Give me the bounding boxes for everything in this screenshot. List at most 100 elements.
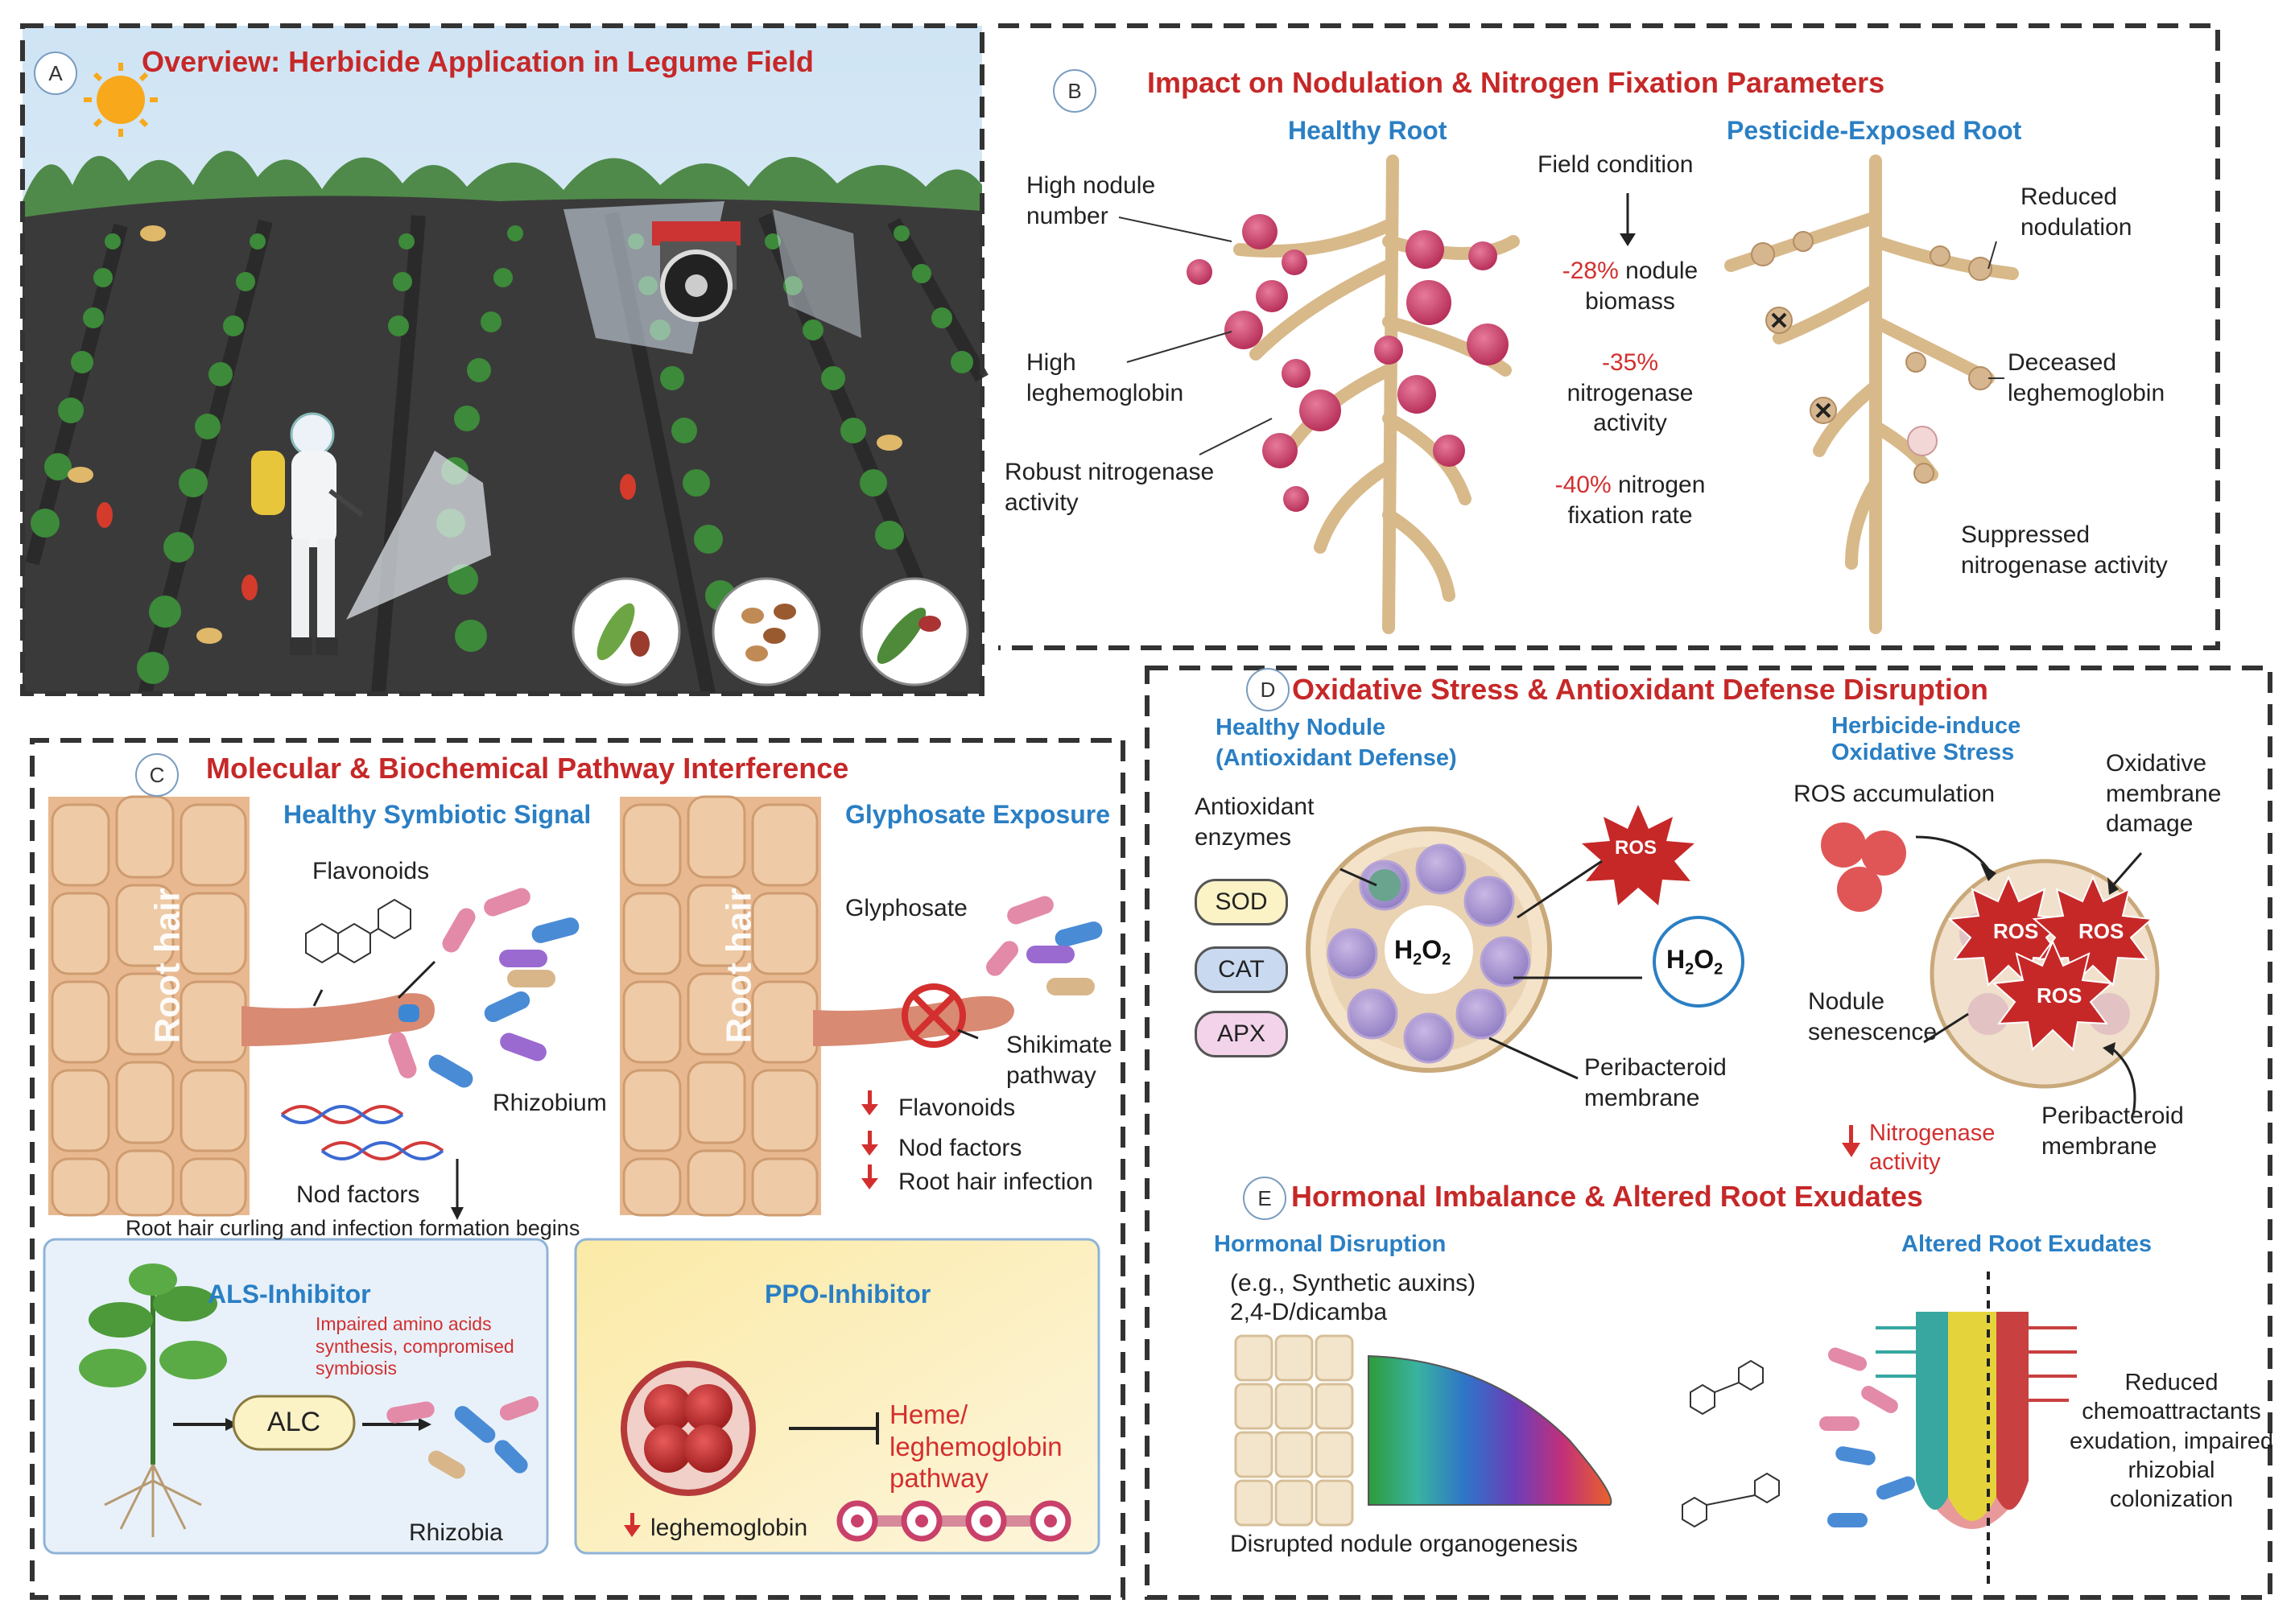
ros-label-3: ROS (2037, 983, 2082, 1008)
als-title: ALS-Inhibitor (208, 1280, 371, 1309)
healthy-nodule-title: Healthy Nodule (Antioxidant Defense) (1216, 715, 1457, 771)
worker-icon (251, 412, 364, 655)
panel-e-title: Hormonal Imbalance & Altered Root Exudat… (1291, 1180, 1923, 1213)
peribacteroid-stress-label: Peribacteroid membrane (2041, 1103, 2184, 1160)
high-nodule-label: High nodule number (1026, 172, 1156, 229)
ros-accumulation-label: ROS accumulation (1793, 781, 1996, 807)
flavonoids-label: Flavonoids (312, 858, 430, 884)
cat-pill: CAT (1195, 946, 1288, 993)
field-condition-label: Field condition (1538, 151, 1694, 178)
nodule-cross-section-icon (621, 1361, 756, 1496)
rhizobia-label: Rhizobia (409, 1519, 503, 1546)
panel-c-letter: C (135, 753, 179, 797)
tractor-icon (652, 221, 741, 322)
plant-icon (79, 1263, 227, 1537)
panel-a-illustration (20, 23, 989, 696)
exposed-root-illustration (1724, 155, 2019, 634)
ros-label: ROS (1615, 837, 1657, 859)
glyphosate-exposure-title: Glyphosate Exposure (845, 800, 1110, 829)
h2o2-free-label: H2O2 (1666, 945, 1723, 979)
cell-grid-icon (1234, 1334, 1354, 1527)
leghemoglobin-chain-icon (836, 1500, 1071, 1542)
herbicides-label: 2,4-D/dicamba (1230, 1299, 1388, 1325)
ros-accumulation-icons (1821, 822, 1906, 912)
reduced-chemoattractants-label: Reduced chemoattractants exudation, impa… (2069, 1370, 2274, 1512)
robust-nitrogenase-label: Robust nitrogenase activity (1005, 459, 1215, 516)
stat-fixation-rate: -40% nitrogen fixation rate (1538, 470, 1723, 530)
stat-value: -28% (1562, 258, 1619, 284)
ppo-title: PPO-Inhibitor (765, 1280, 931, 1309)
apx-pill: APX (1195, 1011, 1288, 1057)
stat-text: nodule biomass (1585, 258, 1699, 315)
panel-a-title: Overview: Herbicide Application in Legum… (142, 45, 814, 78)
decrease-arrows (861, 1090, 878, 1189)
root-hair-cells-healthy (48, 795, 435, 1217)
healthy-signal-title: Healthy Symbiotic Signal (283, 800, 592, 829)
alc-pill (232, 1395, 356, 1451)
curling-label: Root hair curling and infection formatio… (126, 1216, 580, 1240)
suppressed-nitrogenase-label: Suppressed nitrogenase activity (1961, 521, 2168, 579)
exudate-rhizobia-icons (1819, 1347, 1916, 1527)
panel-b-frame (998, 23, 2220, 650)
healthy-nodule-icon (1306, 826, 1552, 1073)
panel-d-title: Oxidative Stress & Antioxidant Defense D… (1292, 673, 1988, 706)
ros-label-1: ROS (1993, 919, 2039, 943)
rhizobium-glyphosate-icons (986, 896, 1103, 995)
stat-text: nitrogen fixation rate (1567, 472, 1706, 529)
panel-a-letter: A (34, 52, 77, 95)
rhizobium-label: Rhizobium (493, 1090, 607, 1116)
root-hair-cells-glyphosate (620, 795, 1014, 1217)
legume-seeds-icons (572, 577, 969, 686)
flavonoid-structure-icon (305, 898, 411, 964)
deceased-leghemoglobin-label: Deceased leghemoglobin (2008, 349, 2165, 406)
heme-pathway-label: Heme/ leghemoglobin pathway (890, 1399, 1063, 1494)
ros-label-2: ROS (2078, 919, 2124, 943)
dna-icon (280, 1105, 444, 1160)
decrease-nod-factors: Nod factors (898, 1135, 1022, 1161)
panel-b-letter: B (1053, 69, 1096, 113)
sun-icon (84, 63, 158, 137)
exposed-root-title: Pesticide-Exposed Root (1727, 116, 2022, 145)
root-hair-label: Root hair (147, 888, 188, 1044)
glyphosate-label: Glyphosate (845, 895, 968, 921)
panel-e-letter: E (1243, 1177, 1286, 1220)
hormonal-disruption-title: Hormonal Disruption (1214, 1231, 1447, 1257)
panel-c-title: Molecular & Biochemical Pathway Interfer… (206, 752, 849, 785)
ros-burst-icon (1582, 805, 1694, 905)
panel-d-frame (1145, 666, 2272, 1600)
stat-nitrogenase: -35% nitrogenase activity (1550, 348, 1711, 439)
nitrogenase-decrease-label: Nitrogenase activity (1869, 1120, 1996, 1176)
sod-pill: SOD (1195, 879, 1288, 925)
h2o2-nodule-label: H2O2 (1394, 935, 1451, 969)
stat-value: -35% (1601, 349, 1659, 376)
panel-c-frame (30, 738, 1125, 1600)
nod-factors-label: Nod factors (296, 1181, 420, 1208)
rhizobia-als-icons (386, 1395, 539, 1479)
stat-value: -40% (1554, 472, 1612, 498)
healthy-root-title: Healthy Root (1288, 116, 1447, 145)
field-condition-arrow (1620, 193, 1636, 246)
healthy-root-illustration (1118, 155, 1520, 634)
nodule-senescence-label: Nodule senescence (1808, 988, 1938, 1045)
chemoattractant-structure-icons (1682, 1359, 1780, 1528)
leghemoglobin-label: leghemoglobin (650, 1515, 808, 1541)
oxidative-stress-title: Herbicide-induce Oxidative Stress (1831, 713, 2021, 766)
decrease-flavonoids: Flavonoids (898, 1094, 1016, 1121)
root-tip-icon (1876, 1272, 2077, 1585)
decrease-root-hair-infection: Root hair infection (898, 1169, 1093, 1195)
membrane-damage-label: Oxidative membrane damage (2106, 750, 2222, 837)
altered-exudates-title: Altered Root Exudates (1901, 1231, 2152, 1257)
synthetic-auxins-label: (e.g., Synthetic auxins) (1230, 1270, 1476, 1296)
auxin-gradient-curve (1368, 1354, 1612, 1506)
h2o2-circle (1653, 916, 1744, 1008)
antioxidant-enzymes-label: Antioxidant enzymes (1195, 793, 1315, 851)
stat-text: nitrogenase activity (1566, 379, 1694, 437)
root-hair-label: Root hair (719, 888, 759, 1044)
peribacteroid-label: Peribacteroid membrane (1584, 1054, 1727, 1111)
rhizobium-icons (388, 888, 580, 1088)
high-leghemoglobin-label: High leghemoglobin (1026, 349, 1184, 406)
stat-nodule-biomass: -28% nodule biomass (1550, 256, 1711, 316)
organogenesis-label: Disrupted nodule organogenesis (1230, 1531, 1578, 1557)
panel-b-title: Impact on Nodulation & Nitrogen Fixation… (1147, 66, 1885, 99)
